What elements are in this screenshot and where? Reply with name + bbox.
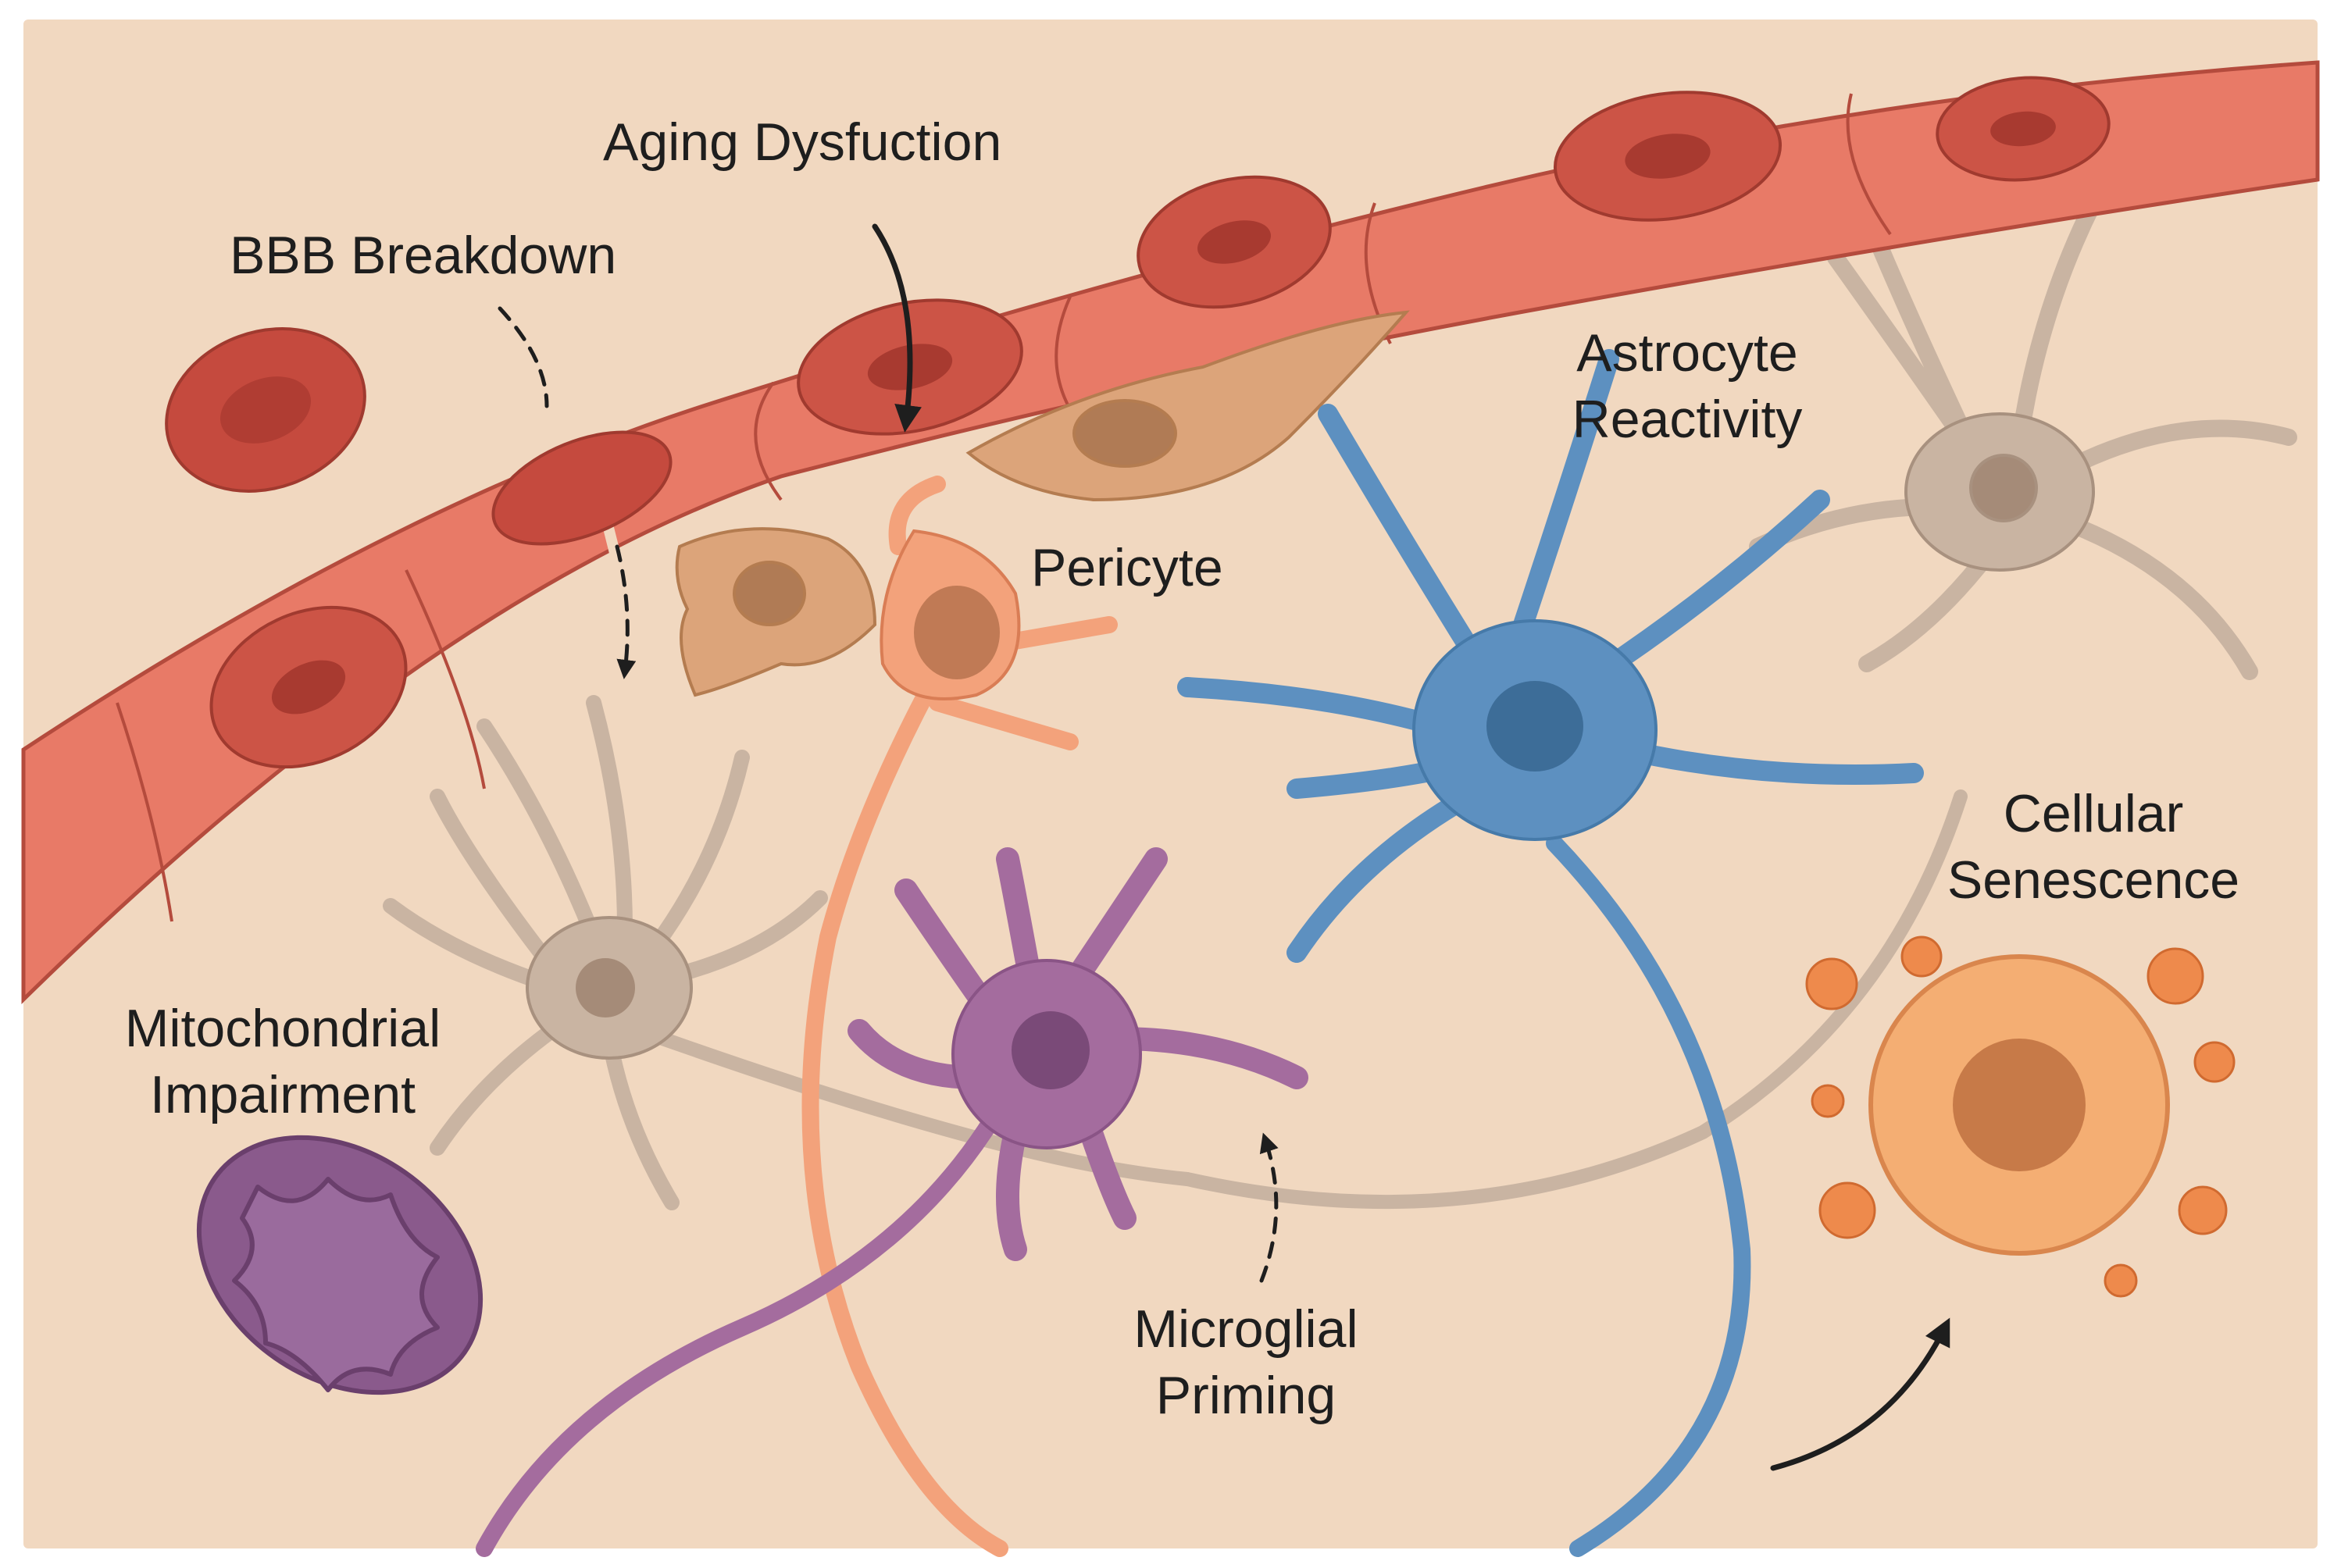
mitochondrion — [196, 1135, 484, 1395]
blood-vessel — [21, 60, 2320, 1004]
gray-neuron-right — [1180, 194, 2297, 1210]
microglial-priming-arrow — [1259, 1132, 1279, 1283]
label-mitochondrial-impairment-line2: Impairment — [150, 1065, 416, 1124]
red-blood-cell-free — [165, 327, 366, 493]
label-microglial-priming-line1: Microglial — [1133, 1299, 1358, 1359]
label-astrocyte-reactivity-line1: Astrocyte — [1576, 323, 1797, 383]
label-pericyte: Pericyte — [1031, 538, 1223, 597]
astrocyte-cell — [1177, 349, 1924, 1557]
label-cellular-senescence-line1: Cellular — [2004, 784, 2184, 843]
label-microglial-priming-line2: Priming — [1156, 1366, 1336, 1425]
senescent-cell — [1805, 935, 2236, 1298]
pericyte-cells — [675, 310, 1410, 697]
gray-neuron-left — [383, 695, 1194, 1210]
pericyte-upper — [965, 310, 1410, 502]
aging-dysfunction-arrow — [872, 223, 922, 433]
label-aging-dysfunction: Aging Dysfuction — [603, 112, 1001, 172]
orange-neuron — [801, 476, 1118, 1557]
arrows — [498, 223, 1950, 1471]
label-bbb-breakdown: BBB Breakdown — [230, 226, 616, 285]
red-blood-cell-extravasating — [491, 430, 673, 546]
sasp-dot — [1900, 935, 1943, 978]
senescence-arrow — [1770, 1317, 1950, 1471]
microglia-cell — [476, 847, 1308, 1557]
label-mitochondrial-impairment-line1: Mitochondrial — [125, 999, 441, 1058]
gray-neuron-right-nucleus — [1969, 454, 2038, 522]
background-panel — [23, 20, 2318, 1548]
label-cellular-senescence-line2: Senescence — [1947, 850, 2239, 910]
bbb-breakdown-arrow — [498, 306, 627, 672]
label-astrocyte-reactivity-line2: Reactivity — [1572, 390, 1803, 449]
